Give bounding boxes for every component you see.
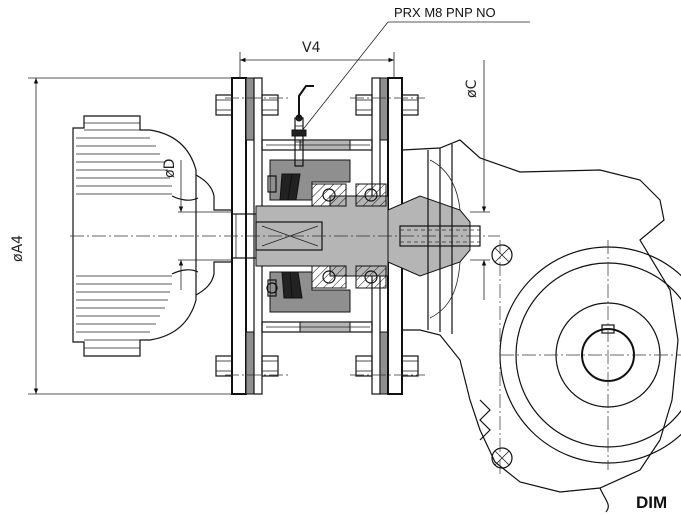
flange-bolt-top-left (215, 94, 279, 116)
flange-bolt-bottom-right (355, 355, 419, 377)
disc-springs (279, 173, 303, 299)
bearings (311, 183, 387, 289)
motor-housing (72, 115, 232, 357)
motor-fins (76, 122, 172, 349)
dim-a4-label: øA4 (10, 235, 26, 262)
proximity-sensor (291, 85, 314, 167)
gearbox-mount-holes (491, 244, 513, 469)
centerlines (70, 97, 681, 475)
flange-bolt-bottom-left (215, 355, 279, 377)
dim-v4-label: V4 (302, 40, 321, 56)
dimension-v4: V4 (239, 40, 395, 78)
flange-bolt-top-right (355, 94, 419, 116)
tie-rods (261, 139, 373, 333)
dim-c-label: øC (464, 79, 480, 98)
dimension-a4: øA4 (10, 77, 232, 395)
dimension-c: øC (464, 60, 490, 300)
dimension-d: øD (162, 159, 232, 290)
sensor-callout-label: PRX M8 PNP NO (394, 5, 496, 20)
drawing-caption: DIM (636, 493, 667, 512)
dim-d-label: øD (162, 159, 178, 178)
gearbox-housing (401, 139, 681, 513)
sensor-callout: PRX M8 PNP NO (300, 5, 530, 133)
